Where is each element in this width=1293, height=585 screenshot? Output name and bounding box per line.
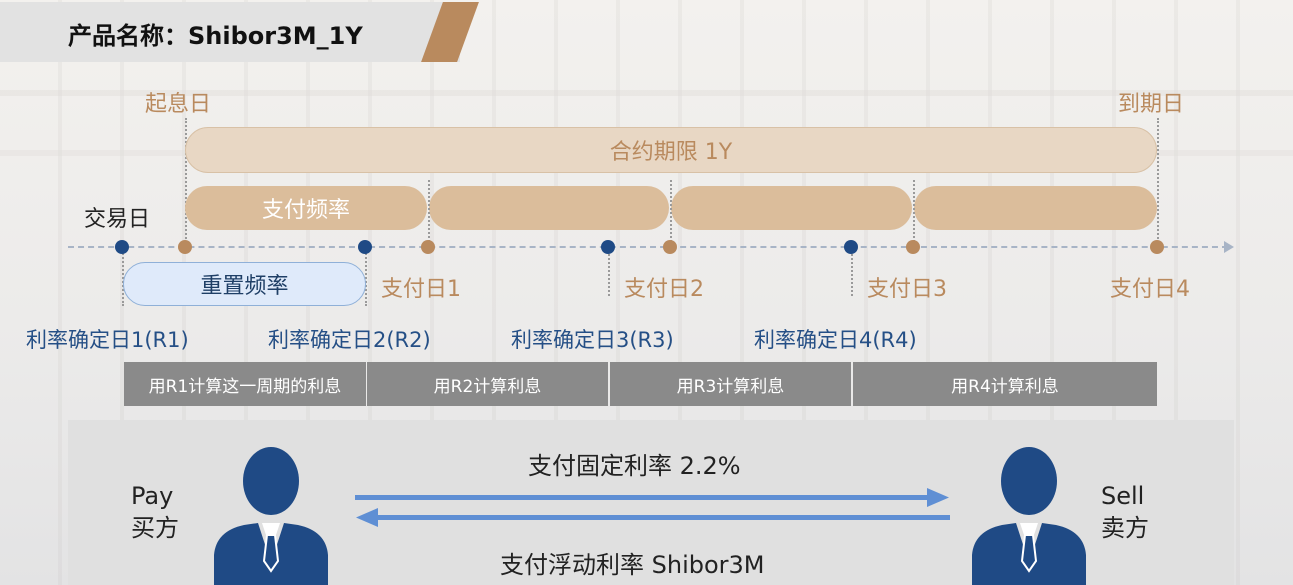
- title-band: [0, 2, 460, 62]
- calc-period-bar: 用R1计算这一周期的利息: [124, 362, 366, 406]
- fixing-guide-line: [851, 246, 853, 296]
- fixing-date-dot: [844, 240, 858, 254]
- fixing-guide-line: [608, 246, 610, 296]
- fixed-rate-flow-label: 支付固定利率 2.2%: [528, 452, 741, 480]
- fixing-guide-line: [122, 246, 124, 306]
- fixing-date-label: 利率确定日3(R3): [511, 328, 674, 352]
- payment-date-label: 支付日4: [1110, 277, 1190, 302]
- fixed-rate-arrow-right: [355, 488, 949, 507]
- start-date-dot: [178, 240, 192, 254]
- payment-date-label: 支付日2: [624, 277, 704, 302]
- fixing-date-dot: [601, 240, 615, 254]
- fixing-guide-line: [365, 246, 367, 306]
- reset-frequency-bar: 重置频率: [123, 262, 366, 306]
- buyer-label: Pay 买方: [131, 480, 179, 544]
- seller-person-icon: [972, 447, 1086, 585]
- calc-period-bar: 用R2计算利息: [367, 362, 608, 406]
- buyer-label-zh: 买方: [131, 514, 179, 542]
- payment-guide-line: [913, 180, 915, 246]
- fixing-date-dot: [358, 240, 372, 254]
- payment-date-dot: [421, 240, 435, 254]
- timeline-axis: [68, 246, 1228, 248]
- seller-label-en: Sell: [1101, 482, 1145, 510]
- flow-arrows: [355, 488, 950, 527]
- seller-label: Sell 卖方: [1101, 480, 1149, 544]
- pay-frequency-segment: 支付频率: [185, 186, 427, 230]
- fixing-date-label: 利率确定日1(R1): [26, 328, 189, 352]
- payment-guide-line: [670, 180, 672, 246]
- buyer-label-en: Pay: [131, 482, 174, 510]
- seller-label-zh: 卖方: [1101, 514, 1149, 542]
- calc-period-bar: 用R4计算利息: [853, 362, 1157, 406]
- floating-rate-flow-label: 支付浮动利率 Shibor3M: [500, 551, 765, 579]
- page-title: 产品名称：Shibor3M_1Y: [68, 22, 363, 50]
- timeline-arrowhead: [1224, 241, 1234, 253]
- payment-date-dot: [906, 240, 920, 254]
- calc-period-bar: 用R3计算利息: [610, 362, 851, 406]
- payment-date-dot: [1150, 240, 1164, 254]
- start-date-label: 起息日: [145, 92, 212, 117]
- maturity-date-label: 到期日: [1118, 92, 1185, 117]
- payment-date-label: 支付日1: [381, 277, 461, 302]
- pay-frequency-segment: [429, 186, 669, 230]
- contract-term-bar: 合约期限 1Y: [185, 127, 1157, 173]
- payment-date-label: 支付日3: [867, 277, 947, 302]
- pay-frequency-segment: [671, 186, 912, 230]
- fixing-date-label: 利率确定日4(R4): [754, 328, 917, 352]
- start-guide-line: [185, 118, 187, 246]
- buyer-person-icon: [214, 447, 328, 585]
- fixing-date-dot: [115, 240, 129, 254]
- floating-rate-arrow-left: [356, 508, 950, 527]
- payment-guide-line: [428, 180, 430, 246]
- trade-date-label: 交易日: [84, 207, 151, 232]
- pay-frequency-segment: [914, 186, 1157, 230]
- fixing-date-label: 利率确定日2(R2): [268, 328, 431, 352]
- end-guide-line: [1157, 118, 1159, 246]
- payment-date-dot: [663, 240, 677, 254]
